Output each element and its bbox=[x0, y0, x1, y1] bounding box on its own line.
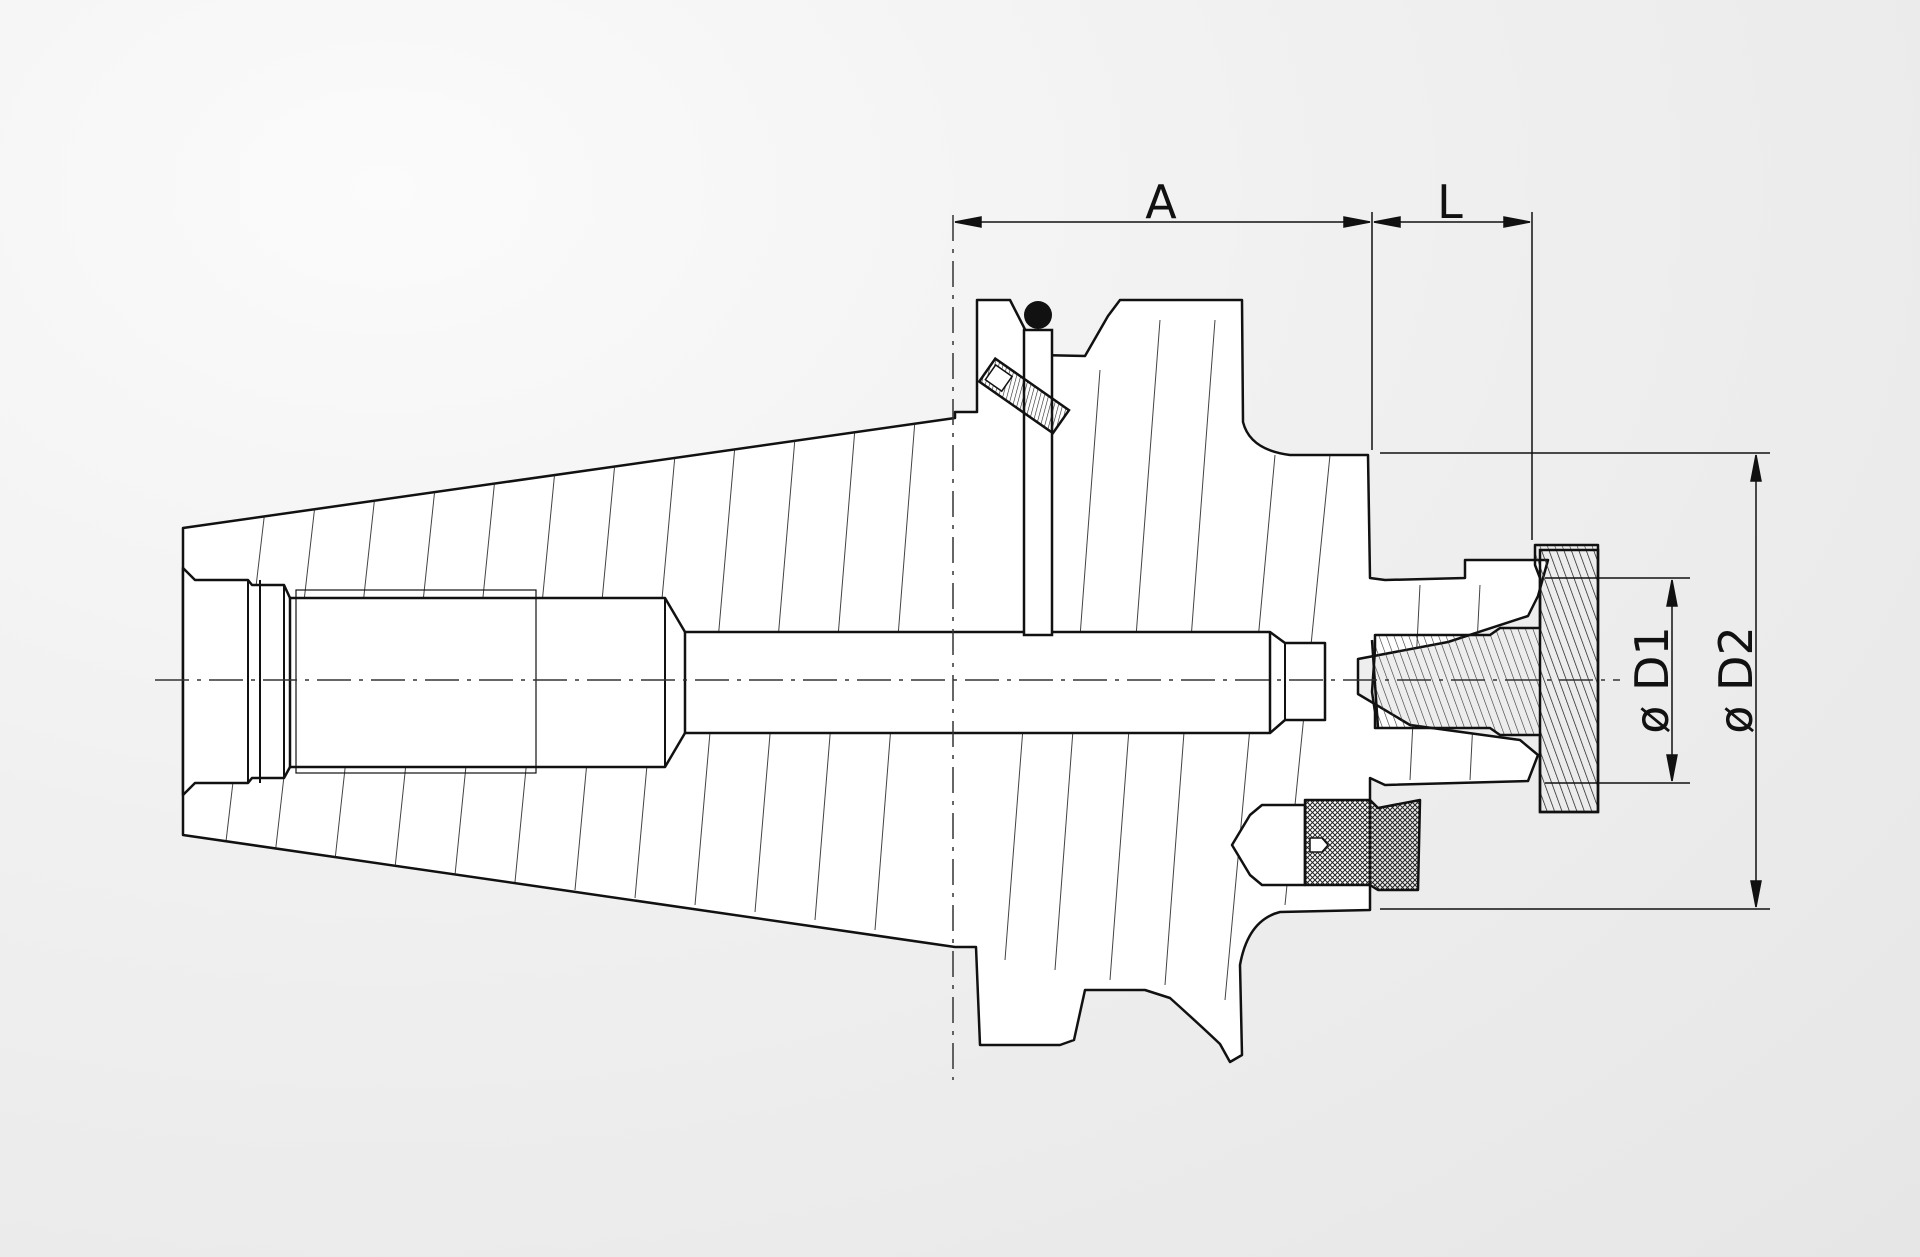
clamping-nut bbox=[1370, 543, 1600, 814]
ball-icon bbox=[1024, 301, 1052, 329]
set-screw bbox=[977, 356, 1071, 435]
dimension-lines bbox=[954, 212, 1770, 910]
cross-bore bbox=[977, 301, 1071, 637]
dimension-label-d2: ø D2 bbox=[1709, 626, 1763, 733]
dimension-label-l: L bbox=[1437, 175, 1463, 229]
dimension-label-d1: ø D1 bbox=[1625, 626, 1679, 733]
dimension-label-a: A bbox=[1145, 175, 1177, 229]
drive-key bbox=[1230, 798, 1422, 892]
internal-bore bbox=[181, 566, 1327, 797]
